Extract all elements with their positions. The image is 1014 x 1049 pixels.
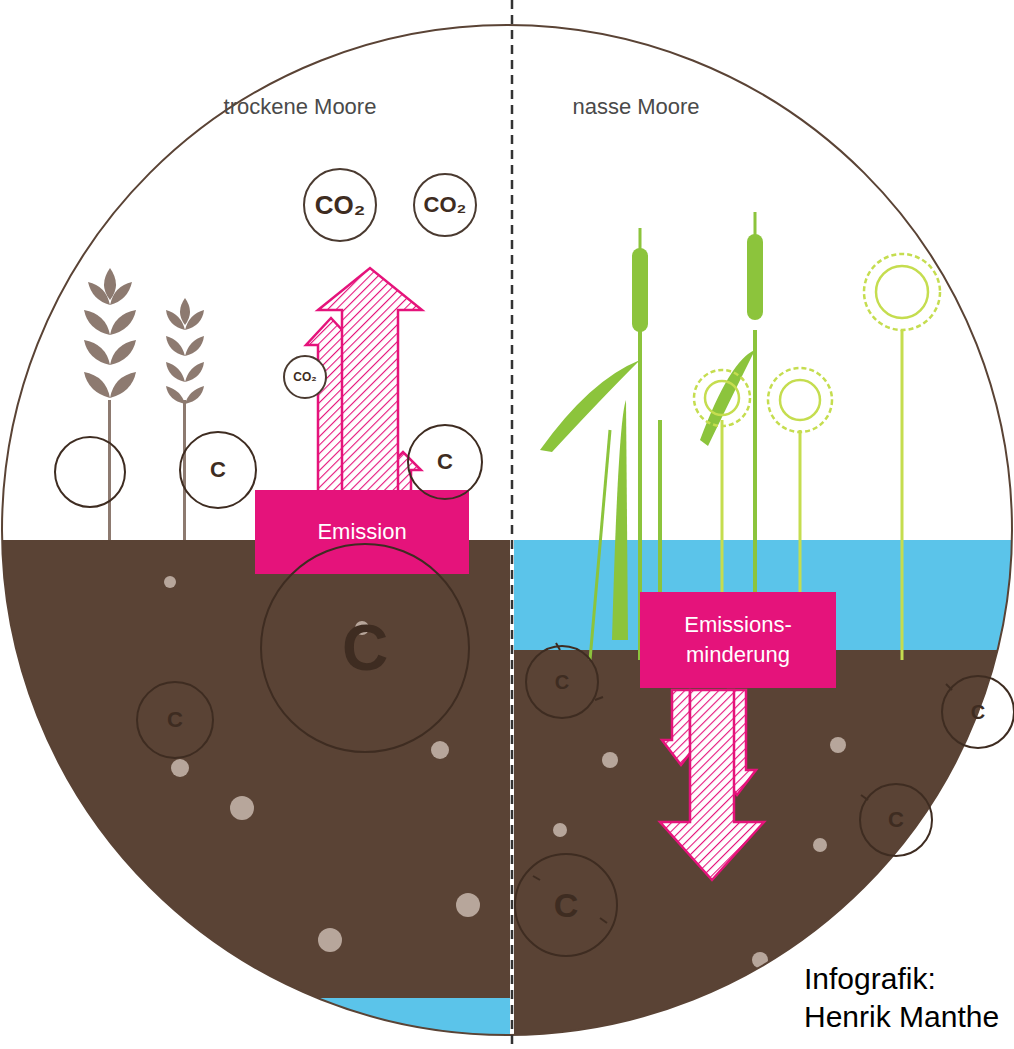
circle-text: C bbox=[342, 616, 388, 680]
carbon-circle: C bbox=[525, 645, 599, 719]
reduction-box: Emissions- minderung bbox=[640, 592, 836, 688]
co2-bubble: CO₂ bbox=[303, 168, 377, 242]
circle-text: C bbox=[554, 888, 579, 922]
carbon-circle: C bbox=[260, 543, 470, 753]
emission-box: Emission bbox=[255, 490, 469, 574]
co2-bubble: CO₂ bbox=[413, 173, 477, 237]
circle-text: C bbox=[167, 709, 183, 731]
low-groundwater bbox=[270, 998, 510, 1049]
soil-circle bbox=[54, 436, 126, 508]
divider-line bbox=[511, 0, 514, 1049]
carbon-circle: C bbox=[859, 783, 933, 857]
circle-text: CO₂ bbox=[424, 194, 467, 216]
carbon-circle: C bbox=[514, 853, 618, 957]
circle-text: C bbox=[210, 459, 226, 481]
box-text: Emissions- minderung bbox=[673, 610, 803, 669]
soil-particles bbox=[86, 576, 994, 968]
co2-bubble: CO₂ bbox=[283, 355, 327, 399]
carbon-circle: C bbox=[136, 681, 214, 759]
circle-text: CO₂ bbox=[293, 371, 316, 383]
disc-outline bbox=[2, 25, 1012, 1035]
wet-soil bbox=[514, 650, 1014, 1049]
carbon-circle: C bbox=[941, 675, 1014, 749]
credit-note: Infografik: Henrik Manthe bbox=[800, 958, 1008, 1037]
circle-text: C bbox=[888, 809, 904, 831]
circle-text: C bbox=[555, 672, 569, 692]
section-title: trockene Moore bbox=[224, 94, 377, 120]
carbon-circle: C bbox=[407, 424, 483, 500]
circle-text: C bbox=[971, 702, 985, 722]
section-title: nasse Moore bbox=[572, 94, 699, 120]
wheat bbox=[84, 268, 204, 540]
carbon-circle: C bbox=[179, 431, 257, 509]
circle-text: CO₂ bbox=[315, 192, 366, 218]
hatched-arrows bbox=[306, 268, 764, 880]
circle-text: C bbox=[437, 451, 453, 473]
